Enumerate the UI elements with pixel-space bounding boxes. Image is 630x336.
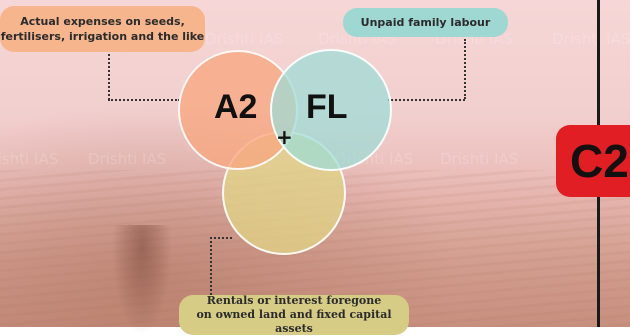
watermark: Drishti IAS	[88, 150, 167, 168]
rentals-text: Rentals or interest foregone on owned la…	[179, 294, 409, 336]
family-labour-callout: Unpaid family labour	[343, 8, 508, 37]
watermark: Drishti IAS	[205, 30, 284, 48]
watermark: Drishti IAS	[552, 30, 630, 48]
rentals-text-line2: on owned land and fixed capital assets	[196, 308, 392, 335]
fl-label: FL	[306, 88, 348, 126]
seed-expenses-text: Actual expenses on seeds, fertilisers, i…	[0, 15, 205, 43]
connector-line	[108, 54, 110, 100]
seed-expenses-callout: Actual expenses on seeds, fertilisers, i…	[0, 6, 205, 52]
connector-line	[210, 237, 232, 239]
plus-sign: +	[276, 125, 293, 149]
family-labour-text: Unpaid family labour	[360, 16, 491, 29]
rentals-callout: Rentals or interest foregone on owned la…	[179, 294, 409, 336]
connector-line	[388, 99, 465, 101]
watermark: Drishti IAS	[0, 150, 59, 168]
connector-line	[210, 237, 212, 295]
a2-label: A2	[214, 88, 258, 126]
farmer-silhouette	[112, 225, 172, 335]
connector-line	[464, 39, 466, 99]
c2-label: C2	[570, 135, 629, 187]
watermark: Drishti IAS	[440, 150, 519, 168]
fl-circle	[270, 49, 392, 171]
connector-line	[108, 99, 180, 101]
c2-result-badge: C2	[556, 125, 630, 197]
rentals-text-line1: Rentals or interest foregone	[206, 294, 382, 307]
